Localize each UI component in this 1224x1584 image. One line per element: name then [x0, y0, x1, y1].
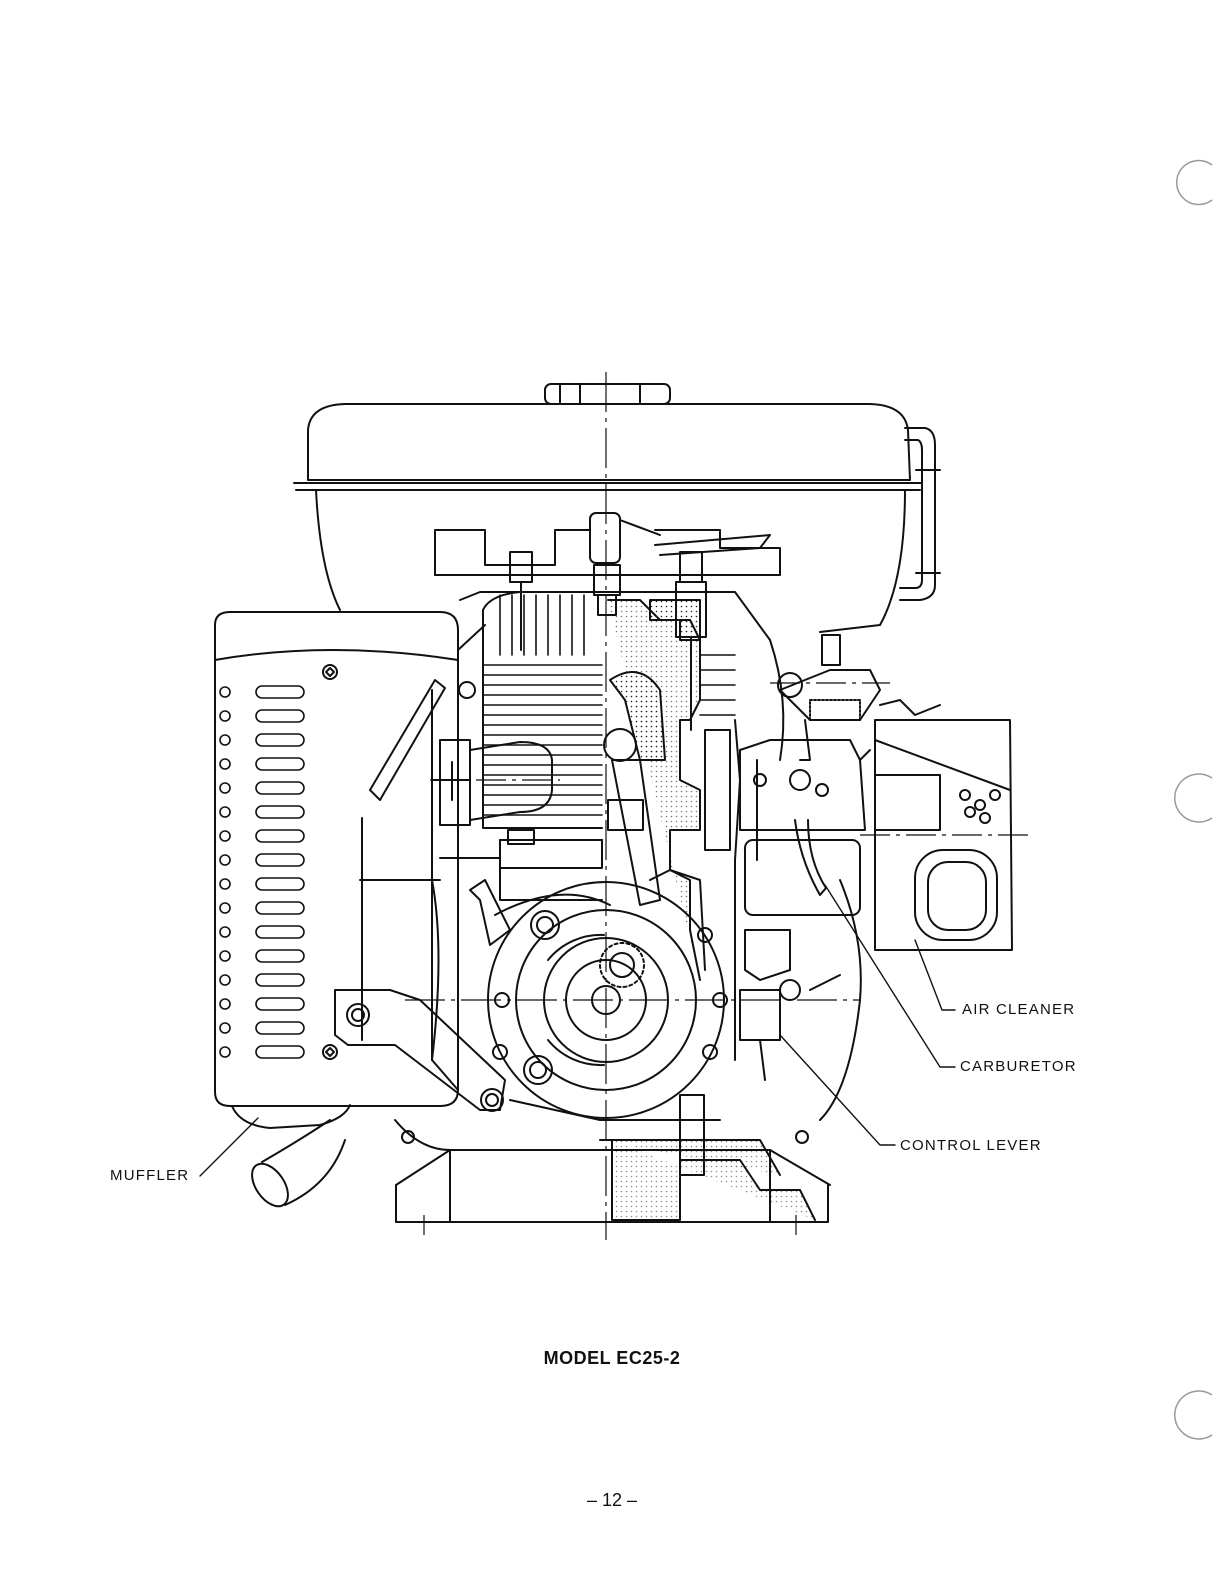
air-cleaner — [860, 700, 1012, 950]
cylinder-cutaway — [604, 600, 740, 1060]
muffler — [215, 612, 485, 1213]
fan-shroud — [435, 513, 780, 640]
figure-caption: MODEL EC25-2 — [0, 1348, 1224, 1369]
page-number: – 12 – — [0, 1490, 1224, 1511]
label-muffler: MUFFLER — [110, 1167, 189, 1184]
label-control-lever: CONTROL LEVER — [900, 1137, 1042, 1154]
binder-holes — [1175, 160, 1212, 1439]
label-carburetor: CARBURETOR — [960, 1058, 1077, 1075]
label-air-cleaner: AIR CLEANER — [962, 1001, 1075, 1018]
recoil-starter — [470, 880, 727, 1118]
